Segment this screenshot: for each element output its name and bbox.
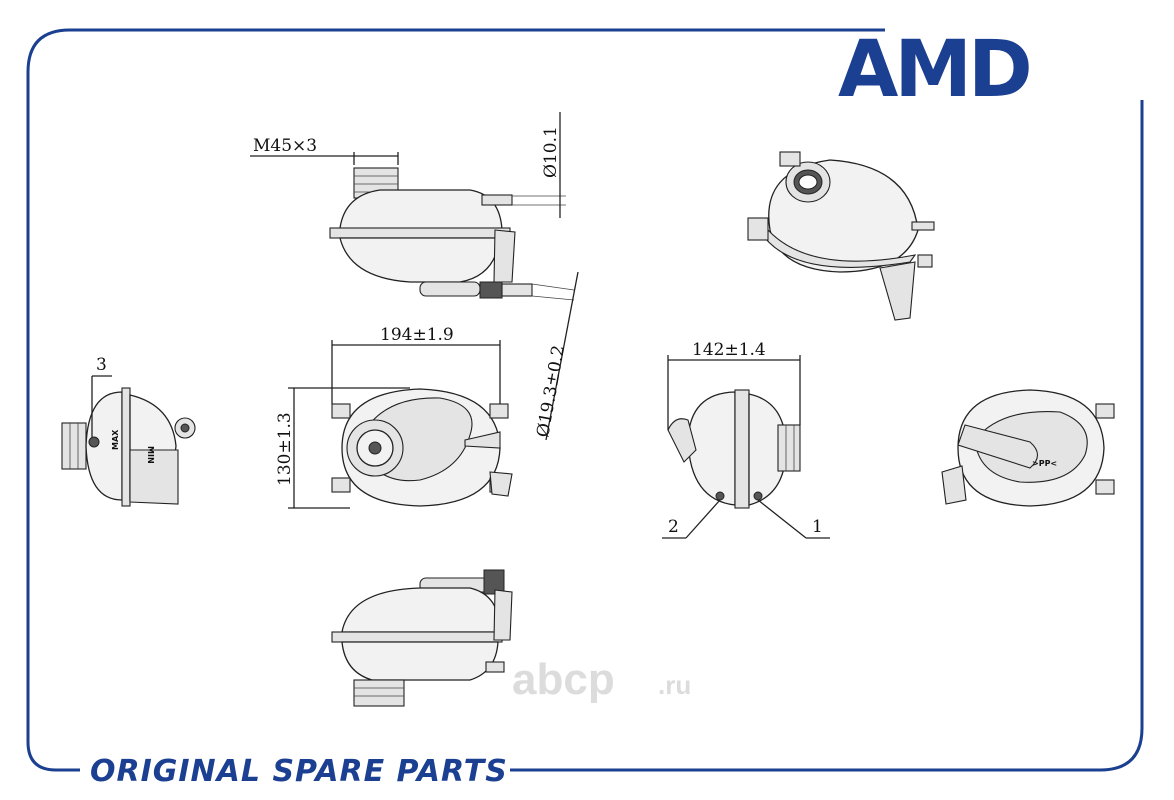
dim-depth: 142±1.4 <box>692 340 766 360</box>
dim-width: 194±1.9 <box>380 325 454 345</box>
frame-border <box>26 28 1144 772</box>
view-left: MAX MIN <box>61 375 196 507</box>
view-bottom <box>331 569 513 707</box>
dim-large-pipe: Ø19.3±0.2 <box>533 344 569 439</box>
footer-text: ORIGINAL SPARE PARTS <box>90 754 508 789</box>
callout-3: 3 <box>96 355 107 375</box>
dim-small-pipe: Ø10.1 <box>541 126 561 178</box>
callout-2: 2 <box>668 517 679 537</box>
view-isometric <box>747 151 935 321</box>
dim-thread: M45×3 <box>253 136 317 156</box>
watermark-suffix: .ru <box>658 670 691 700</box>
callout-1: 1 <box>812 517 823 537</box>
watermark-text: abcp <box>512 655 615 704</box>
logo-text: AMD <box>838 25 1029 115</box>
view-back: >PP< <box>941 389 1115 507</box>
view-front <box>288 340 513 509</box>
view-top-side <box>250 112 579 441</box>
amd-logo: AMD <box>838 25 1033 115</box>
view-side-142 <box>662 355 830 539</box>
min-mark: MIN <box>146 446 155 464</box>
dim-height: 130±1.3 <box>275 412 295 486</box>
watermark: abcp .ru <box>512 655 691 704</box>
max-mark: MAX <box>111 429 120 450</box>
recycle-mark: >PP< <box>1032 459 1057 468</box>
